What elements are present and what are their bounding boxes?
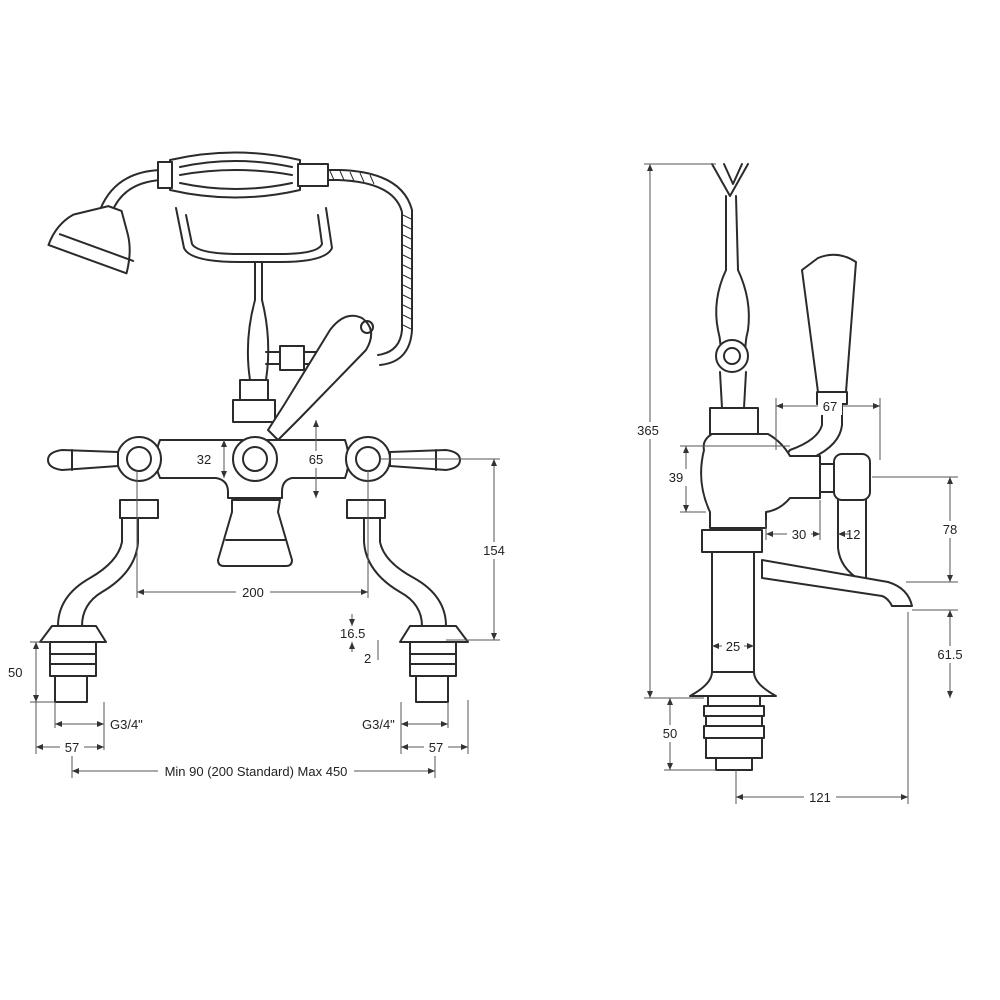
- front-view: 32 65 154 200 16.5 2 50 G3/4" G3/4" 57 5…: [8, 151, 510, 780]
- dim-57-right: 57: [429, 740, 443, 755]
- dim-365: 365: [637, 423, 659, 438]
- dim-2: 2: [364, 651, 371, 666]
- dim-50-side: 50: [663, 726, 677, 741]
- dim-32: 32: [197, 452, 211, 467]
- dim-200: 200: [242, 585, 264, 600]
- dim-121: 121: [809, 790, 831, 805]
- dim-154: 154: [483, 543, 505, 558]
- dim-50-front: 50: [8, 665, 22, 680]
- shower-hose: [99, 169, 413, 366]
- cold-handle: [389, 449, 461, 471]
- dim-65: 65: [309, 452, 323, 467]
- diverter-lever: [267, 314, 373, 441]
- dim-67: 67: [823, 399, 837, 414]
- dim-12: 12: [846, 527, 860, 542]
- spout: [217, 499, 293, 567]
- thread-right: G3/4": [362, 717, 395, 732]
- side-view: 365 67 39 78 30 12 25 61.5 50 121: [632, 163, 968, 806]
- hose-coil: [319, 170, 412, 330]
- dim-30: 30: [792, 527, 806, 542]
- handset-cradle: [175, 207, 333, 263]
- dim-61-5: 61.5: [937, 647, 962, 662]
- hot-handle: [47, 449, 119, 471]
- dim-25: 25: [726, 639, 740, 654]
- side-cradle: [711, 163, 749, 197]
- side-flange: [689, 671, 777, 697]
- shower-head: [47, 205, 131, 275]
- dim-centres: Min 90 (200 Standard) Max 450: [165, 764, 348, 779]
- right-leg: [363, 517, 447, 627]
- side-lever: [801, 253, 857, 393]
- left-shroud: [39, 625, 107, 643]
- left-leg: [57, 517, 139, 627]
- dim-39: 39: [669, 470, 683, 485]
- dim-78: 78: [943, 522, 957, 537]
- thread-left: G3/4": [110, 717, 143, 732]
- right-shroud: [399, 625, 469, 643]
- shower-handset: [169, 151, 301, 199]
- side-spout: [761, 559, 913, 607]
- dim-57-left: 57: [65, 740, 79, 755]
- dim-16-5: 16.5: [340, 626, 365, 641]
- side-body: [700, 433, 821, 529]
